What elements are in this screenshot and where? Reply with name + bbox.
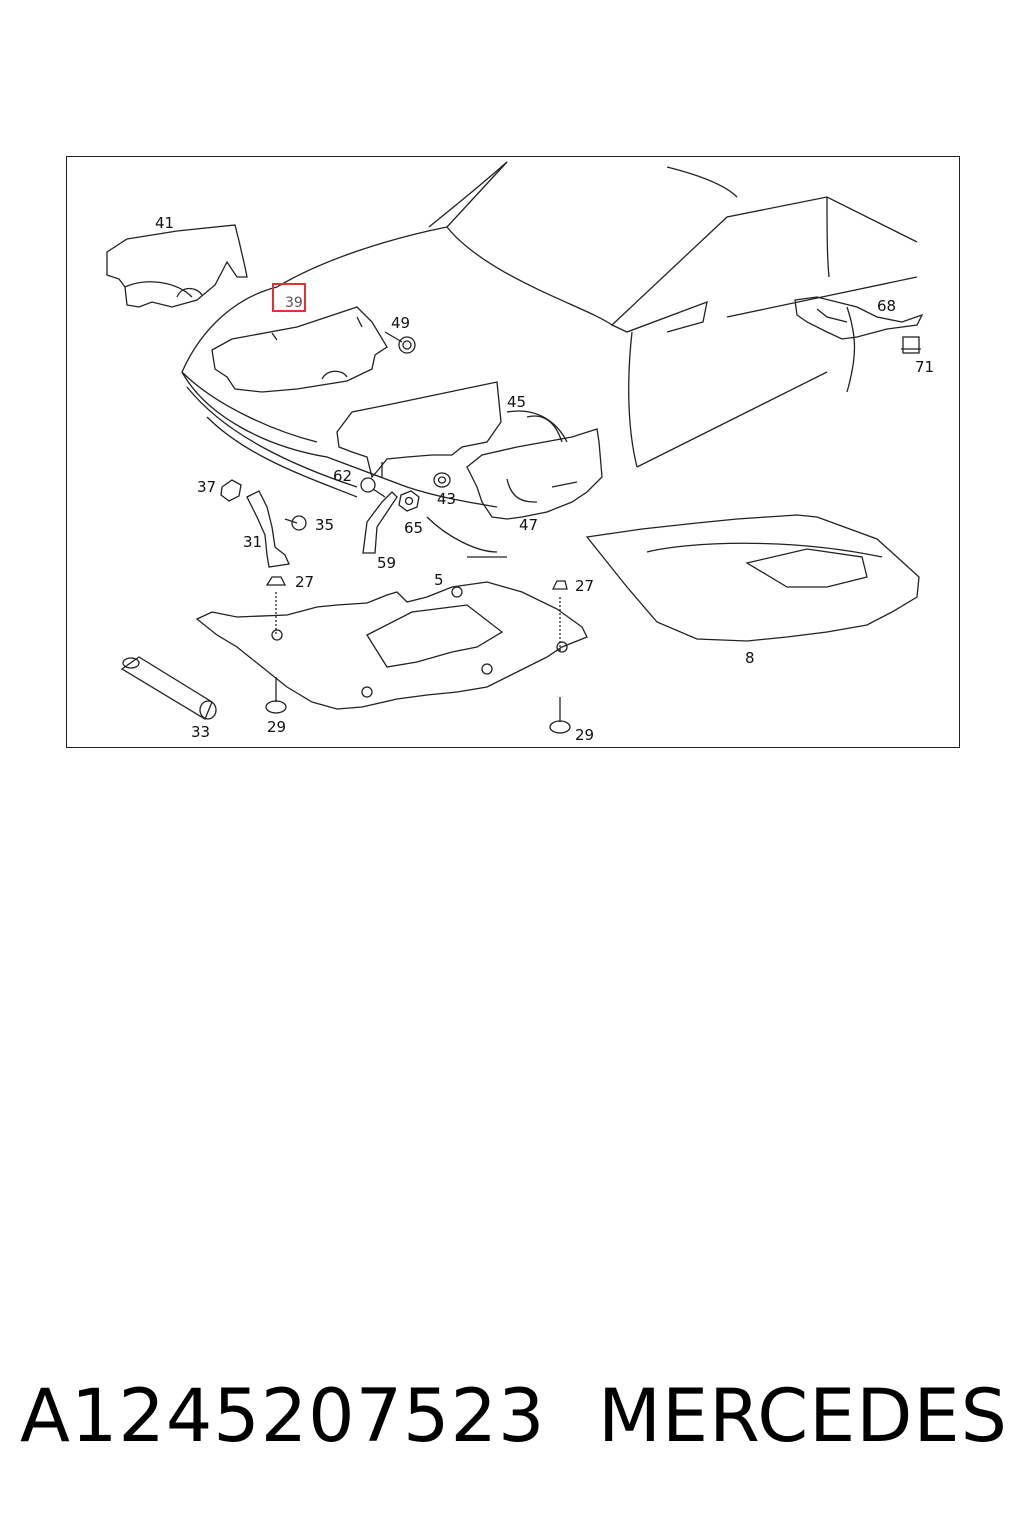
callout-43: 43 [437,490,457,508]
part-59-bracket [363,492,397,553]
callout-39: 39 [285,295,303,311]
callout-65: 65 [404,519,424,537]
callout-41: 41 [155,214,175,232]
brand-name: MERCEDES [598,1374,1008,1459]
callout-29-left: 29 [267,718,287,736]
exploded-parts-diagram [67,157,961,749]
part-33-tube [122,657,216,719]
part-62-bolt [361,478,385,497]
callout-29-right: 29 [575,726,595,744]
part-49-bolt [385,332,415,353]
part-27-clip-left [267,577,285,635]
part-number: A1245207523 [20,1374,546,1459]
callout-27-right: 27 [575,577,595,595]
callout-49: 49 [391,314,411,332]
callout-8: 8 [745,649,755,667]
caption: A1245207523 MERCEDES [20,1380,1010,1460]
part-41-inner-panel [107,225,247,307]
callout-highlight-box: 39 [272,283,306,312]
callout-47: 47 [519,516,539,534]
callout-33: 33 [191,723,211,741]
part-39-sound-insulation [212,307,387,392]
callout-71: 71 [915,358,935,376]
callout-35: 35 [315,516,335,534]
part-5-underbody-shield [197,582,587,709]
car-body-outline [182,162,917,557]
callout-5: 5 [434,571,444,589]
part-71-clip [901,336,921,354]
part-37-nut [221,480,241,501]
part-27-clip-right [553,581,567,652]
part-45-panel [337,382,501,477]
part-47-wheel-liner [467,429,602,519]
callout-27-left: 27 [295,573,315,591]
callout-31: 31 [243,533,263,551]
callout-45: 45 [507,393,527,411]
part-29-screw-right [550,697,570,733]
part-8-underbody-shield [587,515,919,641]
callout-62: 62 [333,467,353,485]
part-31-bracket [247,491,289,567]
part-65-nut [399,491,419,511]
part-29-screw-left [266,677,286,713]
part-35-bolt [285,516,306,530]
parts-diagram-frame: 41 39 49 68 71 45 62 43 37 35 65 47 31 5… [66,156,960,748]
callout-68: 68 [877,297,897,315]
callout-59: 59 [377,554,397,572]
part-43-nut [434,473,450,487]
part-68-cover [795,297,922,339]
callout-37: 37 [197,478,217,496]
